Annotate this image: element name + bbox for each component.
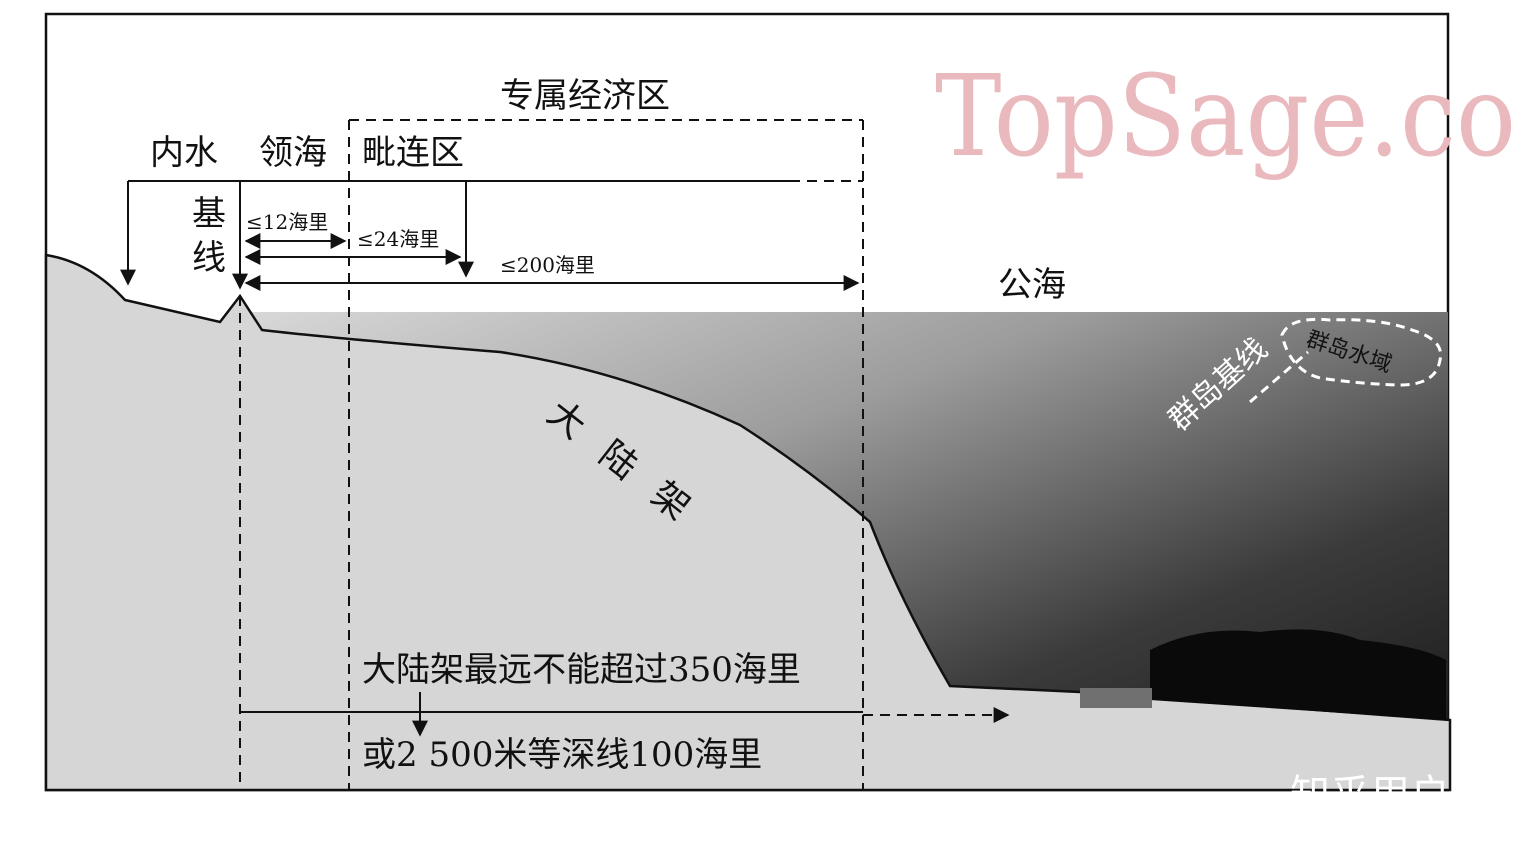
- high-seas-label: 公海: [998, 265, 1066, 305]
- limit-12-label: ≤12海里: [246, 210, 328, 234]
- contiguous-zone-label: 毗连区: [362, 133, 464, 173]
- seamount: [1150, 629, 1446, 720]
- shelf-limit-line2: 或2 500米等深线100海里: [362, 735, 762, 775]
- limit-200-label: ≤200海里: [500, 253, 595, 277]
- shelf-limit-line1: 大陆架最远不能超过350海里: [362, 650, 801, 690]
- limit-24-label: ≤24海里: [357, 227, 439, 251]
- internal-waters-label: 内水: [150, 133, 218, 173]
- baseline-label: 基线: [192, 194, 226, 278]
- eez-label: 专属经济区: [500, 76, 670, 116]
- seabed-land: [44, 253, 1452, 792]
- archipelagic-waters-outline: [1280, 317, 1443, 387]
- archipelagic-baseline-arrow: [1249, 350, 1309, 404]
- watermark-source: 知乎用户: [1290, 772, 1450, 818]
- seabed-block: [1080, 688, 1152, 708]
- territorial-sea-label: 领海: [259, 133, 327, 173]
- watermark-text: TopSage.co: [935, 52, 1516, 182]
